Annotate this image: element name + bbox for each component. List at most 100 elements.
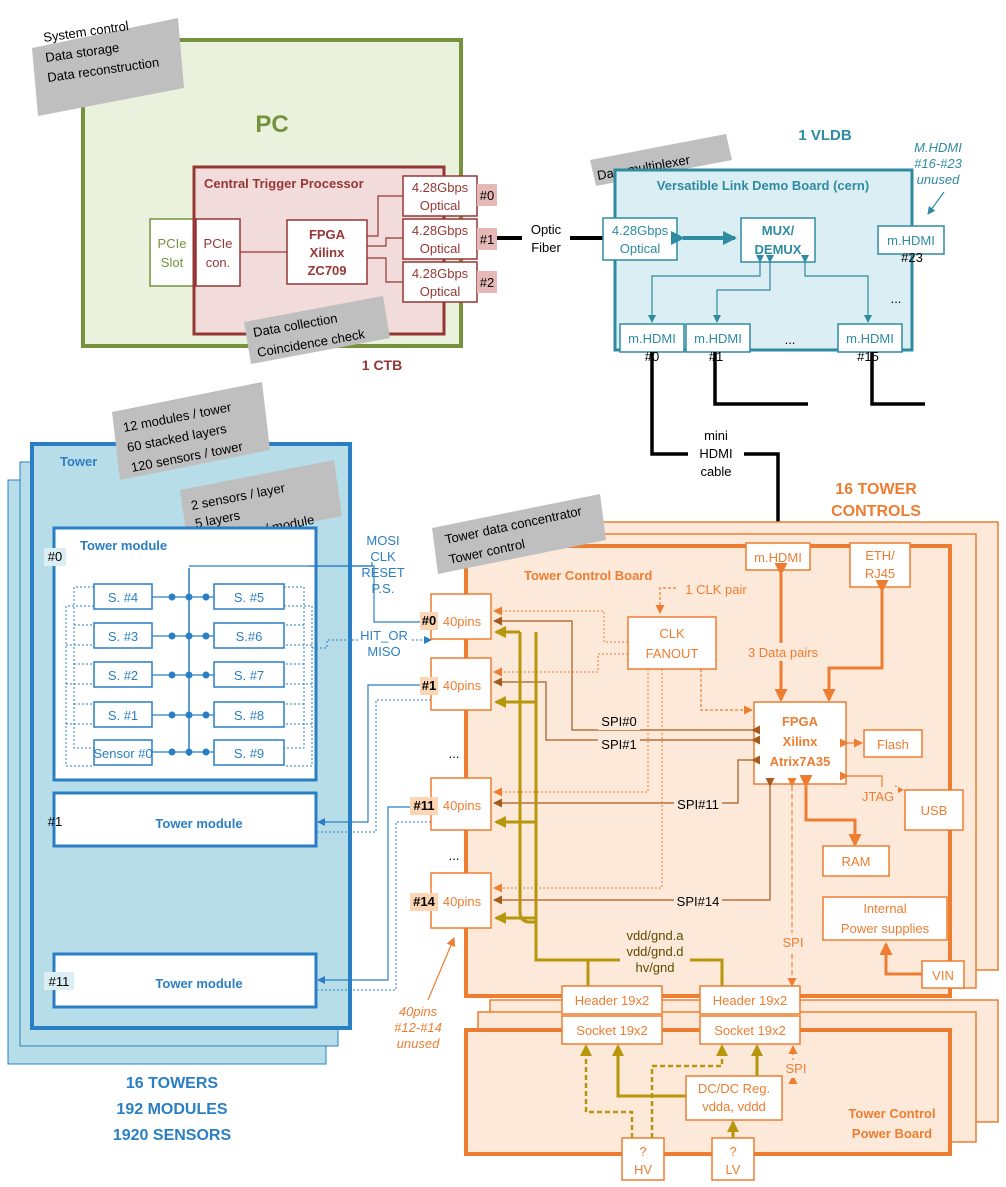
supply-label-bg <box>620 926 690 974</box>
optic-fiber-label-bg <box>522 220 570 258</box>
optical-rate-1: 4.28Gbps <box>412 223 469 238</box>
vldb-hdmi-23-label: m.HDMI <box>887 233 935 248</box>
tcb-fpga-label-2: Atrix7A35 <box>770 754 831 769</box>
tcb-flash-label: Flash <box>877 737 909 752</box>
pins-unused-0: 40pins <box>399 1004 438 1019</box>
pin-label-0: 40pins <box>443 614 482 629</box>
spi-short-label: SPI <box>783 935 804 950</box>
pin-label-1: 40pins <box>443 678 482 693</box>
optical-port-1: 4.28Gbps Optical #1 <box>402 218 497 260</box>
vldb-hdmi-1 <box>685 323 751 353</box>
sensor-9-label: S. #9 <box>234 746 264 761</box>
clk-pair-label-bg <box>676 580 758 598</box>
power-board-title-1: Power Board <box>852 1126 932 1141</box>
optical-port-0: 4.28Gbps Optical #0 <box>402 175 497 217</box>
pin-id-14: #14 <box>413 894 435 909</box>
vldb-optical-0: 4.28Gbps <box>612 223 669 238</box>
spi-short-label-bg <box>780 933 806 951</box>
sensor-5 <box>213 583 285 610</box>
pcie-con-label-1: con. <box>206 255 231 270</box>
module1-hit-link <box>318 696 438 833</box>
hv-q: ? <box>639 1144 646 1159</box>
pcie-con-label-0: PCIe <box>204 236 233 251</box>
optical-rate-2: 4.28Gbps <box>412 266 469 281</box>
tower-module-11-title: Tower module <box>155 976 242 991</box>
tcb-vin-label: VIN <box>932 968 954 983</box>
tcb-usb-label: USB <box>921 803 948 818</box>
tcb-power-label-1: Power supplies <box>841 921 930 936</box>
pin-connector-0: #0 40pins <box>420 593 492 640</box>
eth-fpga-link <box>822 580 889 702</box>
header-right-label: Header 19x2 <box>713 993 787 1008</box>
dcdc-socket-left <box>612 1044 686 1098</box>
vldb-title: Versatible Link Demo Board (cern) <box>657 178 869 193</box>
tower-module-0 <box>52 526 318 782</box>
vin-power-link <box>879 942 922 976</box>
optic-fiber-label-0: Optic <box>531 222 562 237</box>
vldb-hdmi-15-id: #15 <box>857 349 879 364</box>
supply-label-2: hv/gnd <box>635 960 674 975</box>
pcie-slot-label-0: PCIe <box>158 236 187 251</box>
tcb-eth-label-1: RJ45 <box>865 566 895 581</box>
signal-reset: RESET <box>361 565 404 580</box>
ctp-fpga-label-0: FPGA <box>309 227 346 242</box>
ctp-fpga-label-1: Xilinx <box>310 245 345 260</box>
spi-14-label-bg <box>674 892 722 910</box>
header-right <box>699 985 801 1015</box>
vldb-hdmi-1-label: m.HDMI <box>694 331 742 346</box>
lv-q: ? <box>729 1144 736 1159</box>
module-id-0-bg <box>44 548 66 566</box>
sensor-2 <box>93 661 153 688</box>
module0-mosi-link <box>309 565 431 623</box>
sensor-row-1 <box>152 632 214 640</box>
socket-right-label: Socket 19x2 <box>714 1023 786 1038</box>
tower-total-modules: 192 MODULES <box>116 1101 227 1118</box>
optical-id-2: #2 <box>480 275 494 290</box>
hdmi-cable-1 <box>713 352 808 406</box>
spi-14-link <box>493 778 775 905</box>
supply-label-1: vdd/gnd.d <box>626 944 683 959</box>
pins-unused-2: unused <box>397 1036 440 1051</box>
tower-total-sensors: 1920 SENSORS <box>113 1127 232 1144</box>
pin-id-11: #11 <box>414 798 435 813</box>
sensor-8-label: S. #8 <box>234 708 264 723</box>
optical-port-2: 4.28Gbps Optical #2 <box>402 261 497 303</box>
sensor-right-miso-lines <box>284 605 313 767</box>
vldb-hdmi-0-label: m.HDMI <box>628 331 676 346</box>
power-board-title-0: Tower Control <box>848 1106 935 1121</box>
mux-hdmi1-link <box>713 255 774 323</box>
hdmi-cable-label-0: mini <box>704 428 728 443</box>
tcb-eth-label-0: ETH/ <box>865 548 895 563</box>
power-bus-right <box>536 958 724 996</box>
dcdc-regulator <box>685 1075 783 1121</box>
vldb-unused-0: M.HDMI <box>914 140 962 155</box>
socket-right <box>699 1015 801 1045</box>
optical-label-1: Optical <box>420 241 461 256</box>
spi-0-label: SPI#0 <box>601 714 636 729</box>
sensor-row-0 <box>152 593 214 601</box>
jtag-label: JTAG <box>862 789 894 804</box>
pin-id-0: #0 <box>422 613 436 628</box>
vldb-mux-0: MUX/ <box>762 223 795 238</box>
signal-in-bg <box>358 627 410 659</box>
module-id-0: #0 <box>48 549 62 564</box>
clk-pin11-link <box>493 669 649 797</box>
header-left-label: Header 19x2 <box>575 993 649 1008</box>
sensor-row-4 <box>152 748 214 756</box>
sensor-right-hit-lines <box>284 586 305 749</box>
header-left <box>561 985 663 1015</box>
sensor-8 <box>213 701 285 728</box>
vldb-unused-1: #16-#23 <box>914 156 962 171</box>
module-id-1: #1 <box>48 814 62 829</box>
pcie-slot-label-1: Slot <box>161 255 184 270</box>
vldb-ellipsis-right: ... <box>891 291 902 306</box>
vldb-optical-1: Optical <box>620 241 661 256</box>
tcb-ram <box>822 845 890 877</box>
module-id-11-bg <box>44 972 74 990</box>
ctb-count: 1 CTB <box>362 357 402 373</box>
tower-module-1 <box>52 791 318 848</box>
pin-label-11: 40pins <box>443 798 482 813</box>
supply-label-0: vdd/gnd.a <box>626 928 684 943</box>
clk-fanout-label-1: FANOUT <box>646 646 699 661</box>
